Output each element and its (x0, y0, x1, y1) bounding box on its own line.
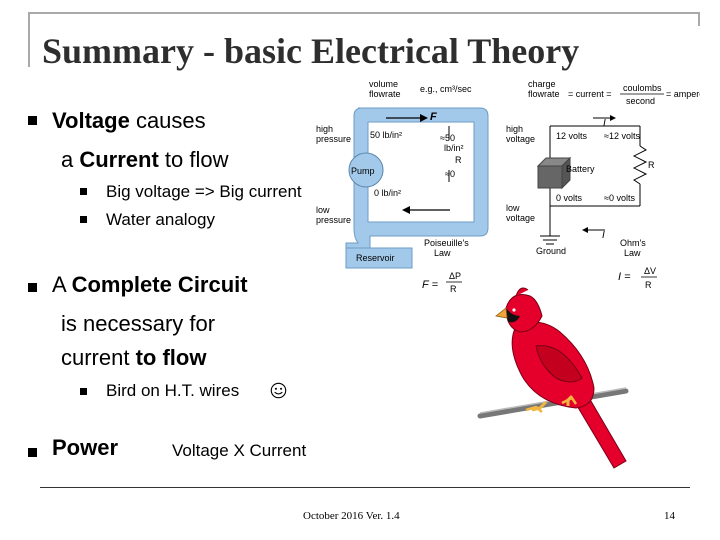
current-pre: a (61, 147, 80, 172)
svg-text:I: I (603, 118, 606, 129)
reservoir-label: Reservoir (356, 253, 395, 263)
bullet-square (28, 448, 37, 457)
svg-text:pressure: pressure (316, 215, 351, 225)
power-equation: Voltage X Current (172, 441, 307, 460)
bird-illustration (477, 287, 629, 469)
water-pipe (345, 107, 489, 269)
svg-text:voltage: voltage (506, 134, 535, 144)
svg-text:flowrate: flowrate (369, 89, 401, 99)
current-to-flow-line: current to flow (61, 345, 206, 371)
to-flow-strong: to flow (135, 345, 207, 370)
svg-text:Law: Law (434, 248, 451, 258)
sub-bullet-square (80, 188, 87, 195)
battery-icon (536, 156, 572, 190)
svg-text:≈0: ≈0 (445, 169, 455, 179)
svg-text:F: F (430, 111, 437, 123)
svg-text:Law: Law (624, 248, 641, 258)
slide-title: Summary - basic Electrical Theory (42, 31, 580, 71)
power-strong: Power (52, 435, 119, 460)
svg-text:R: R (450, 284, 457, 294)
svg-text:I =: I = (618, 271, 631, 283)
pressure-bottom-label: 0 lb/in² (374, 188, 401, 198)
current-line: a Current to flow (61, 147, 229, 173)
circuit-wires (540, 125, 648, 245)
complete-pre: A (52, 272, 72, 297)
bullet-square (28, 283, 37, 292)
page-number: 14 (664, 510, 675, 522)
low-voltage-label: low (506, 203, 520, 213)
bird-text: Bird on H.T. wires (106, 381, 240, 400)
current-strong: Current (79, 147, 159, 172)
complete-circuit-line: A Complete Circuit (52, 272, 248, 298)
voltage-rest: causes (129, 108, 206, 133)
red-bird (495, 287, 627, 469)
units-label: e.g., cm³/sec (420, 84, 472, 94)
charge-flowrate-label: charge (528, 79, 556, 89)
svg-text:= current =: = current = (568, 89, 612, 99)
svg-text:pressure: pressure (316, 134, 351, 144)
high-pressure-label: high (316, 124, 333, 134)
big-voltage-text: Big voltage => Big current (106, 182, 302, 201)
svg-text:R: R (645, 280, 652, 290)
ohms-law-label: Ohm's (620, 238, 646, 248)
necessary-line: is necessary for (61, 311, 216, 336)
svg-text:Battery: Battery (566, 164, 595, 174)
svg-text:coulombs: coulombs (623, 83, 662, 93)
svg-text:R: R (648, 160, 655, 170)
footer-rule (40, 487, 690, 488)
frame-right-line (698, 12, 700, 26)
water-analogy-text: Water analogy (106, 210, 215, 229)
svg-text:≈50: ≈50 (440, 133, 455, 143)
ground-label: Ground (536, 246, 566, 256)
svg-text:R: R (455, 155, 462, 165)
high-voltage-label: high (506, 124, 523, 134)
svg-text:F =: F = (422, 279, 439, 291)
frame-top-line (28, 12, 700, 14)
frame-left-line (28, 12, 30, 67)
svg-text:0 volts: 0 volts (556, 193, 583, 203)
svg-text:≈12 volts: ≈12 volts (604, 131, 640, 141)
voltage-strong: Voltage (52, 108, 130, 133)
volume-flowrate-label: volume (369, 79, 398, 89)
bullet-square (28, 116, 37, 125)
svg-text:ΔP: ΔP (449, 271, 461, 281)
current-rest: to flow (158, 147, 229, 172)
svg-text:I: I (602, 230, 605, 241)
voltage-line: Voltage causes (52, 108, 206, 134)
svg-text:lb/in²: lb/in² (444, 143, 464, 153)
to-flow-pre: current (61, 345, 136, 370)
svg-text:ΔV: ΔV (644, 266, 656, 276)
sub-bullet-square (80, 388, 87, 395)
svg-text:= amperes: = amperes (666, 89, 700, 99)
svg-text:flowrate: flowrate (528, 89, 560, 99)
svg-text:12 volts: 12 volts (556, 131, 588, 141)
svg-text:Pump: Pump (351, 166, 375, 176)
sub-bullet-square (80, 216, 87, 223)
svg-text:≈0 volts: ≈0 volts (604, 193, 635, 203)
poiseuille-label: Poiseuille's (424, 238, 469, 248)
low-pressure-label: low (316, 205, 330, 215)
smiley-icon (270, 382, 287, 399)
footer-date: October 2016 Ver. 1.4 (303, 510, 400, 522)
pressure-top-label: 50 lb/in² (370, 130, 402, 140)
svg-text:voltage: voltage (506, 213, 535, 223)
complete-strong: Complete Circuit (71, 272, 248, 297)
water-electric-diagram: Pump volume flowrate e.g., cm³/sec high … (316, 79, 700, 294)
svg-text:second: second (626, 96, 655, 106)
